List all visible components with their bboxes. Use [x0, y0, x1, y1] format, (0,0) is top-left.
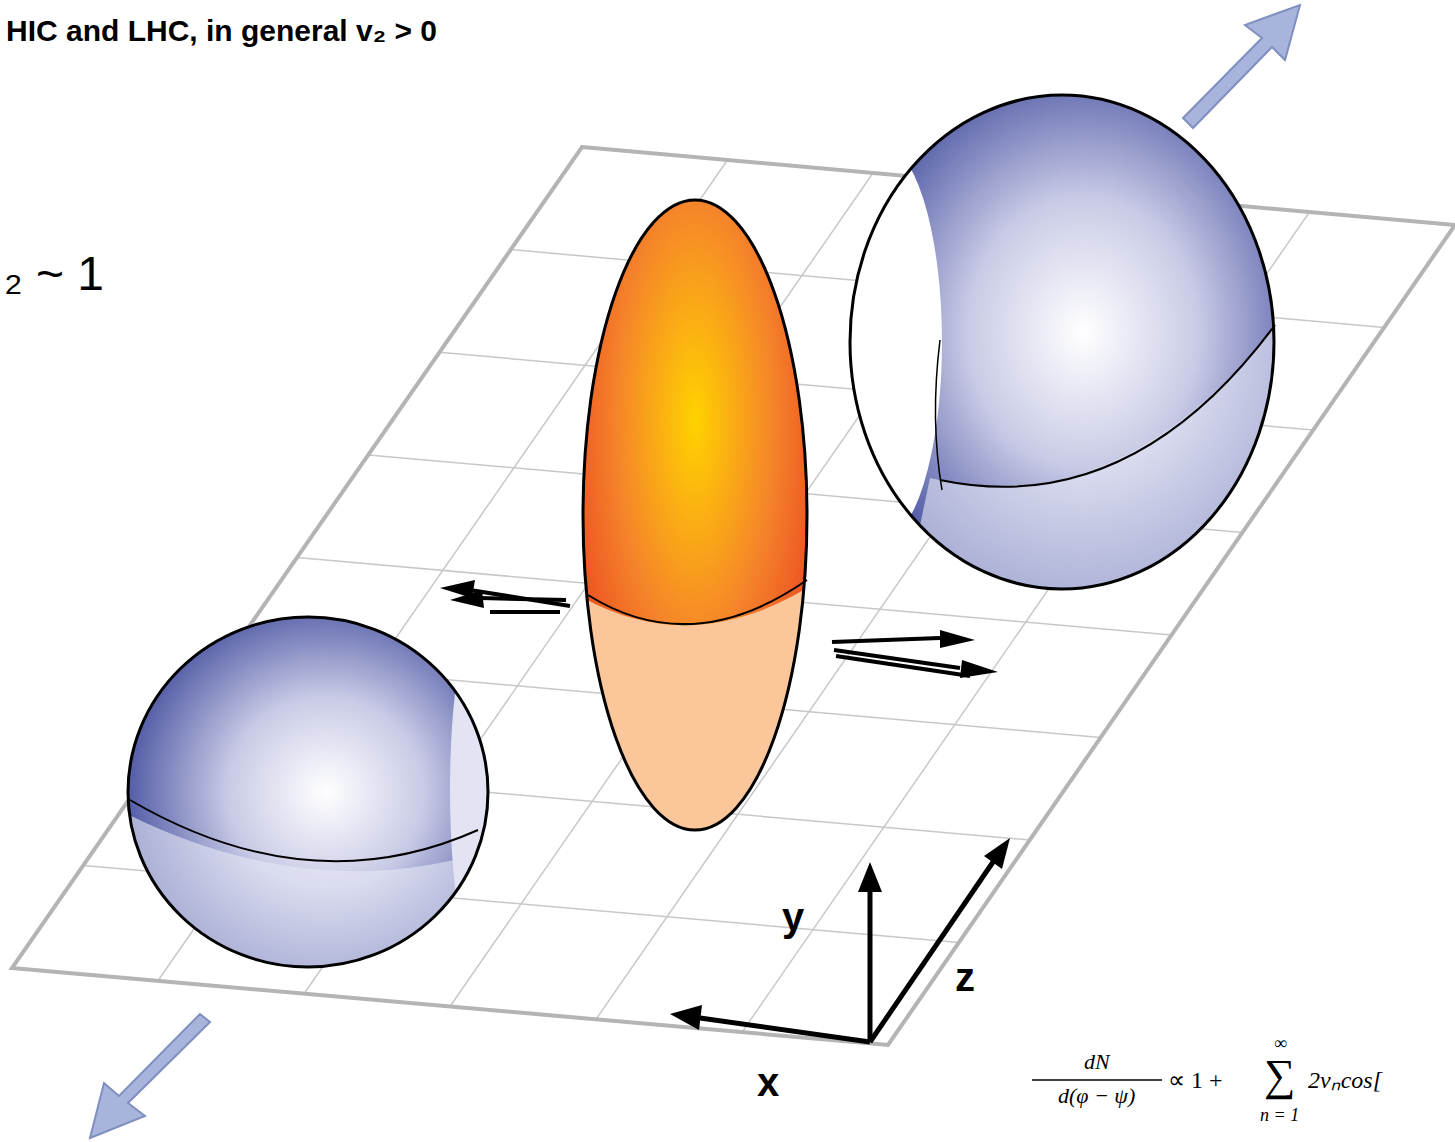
motion-arrow: [90, 1014, 210, 1138]
coordinate-axes: [670, 838, 1010, 1042]
formula-part: dN: [1084, 1050, 1110, 1074]
nucleus-left: [100, 617, 520, 1000]
axis-label: y: [782, 895, 804, 939]
fraction-bar: [1032, 1079, 1162, 1081]
formula-part: n = 1: [1260, 1106, 1299, 1126]
axis-label: z: [955, 955, 975, 999]
formula-part: 2vₙcos[: [1308, 1067, 1382, 1093]
heading: HIC and LHC, in general v₂ > 0: [6, 14, 437, 47]
axis-label: x: [757, 1060, 779, 1104]
formula-part: ∞: [1274, 1034, 1287, 1054]
formula-part: ∝ 1 +: [1168, 1067, 1223, 1093]
nucleus-right: [818, 95, 1300, 620]
formula-part: d(φ − ψ): [1058, 1084, 1135, 1108]
flow-arrows: [440, 580, 998, 678]
note: ₂ ~ 1: [4, 248, 104, 301]
formula-part: ∑: [1264, 1052, 1295, 1100]
overlap-region: [570, 200, 820, 850]
motion-arrow: [1183, 5, 1300, 128]
